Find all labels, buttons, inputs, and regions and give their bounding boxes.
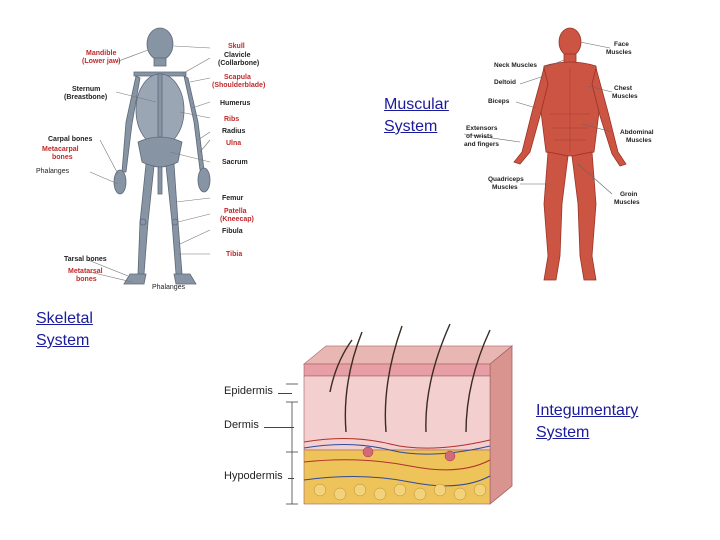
label-phalanges-hand: Phalanges <box>36 168 70 175</box>
label-skull: Skull <box>228 43 245 50</box>
label-carpal: Carpal bones <box>48 136 93 143</box>
muscular-link-line1: Muscular <box>384 96 449 113</box>
label-quadriceps: Quadriceps <box>488 176 524 183</box>
label-metacarpal: Metacarpal <box>42 146 79 153</box>
label-groin: Groin <box>620 191 638 198</box>
label-face-sub: Muscles <box>606 49 632 56</box>
hypodermis-leader <box>288 478 294 479</box>
skeletal-link-line2: System <box>36 332 90 349</box>
label-mandible: Mandible <box>86 50 117 57</box>
muscle-leader-lines <box>463 41 613 195</box>
label-groin-sub: Muscles <box>614 199 640 206</box>
label-metatarsal: Metatarsal <box>68 268 103 275</box>
label-sacrum: Sacrum <box>222 159 248 166</box>
label-chest: Chest <box>614 85 633 92</box>
muscle-figure <box>463 24 640 286</box>
epidermis-leader <box>278 393 292 394</box>
label-metacarpal-sub: bones <box>52 154 73 161</box>
label-face: Face <box>614 41 629 48</box>
label-phalanges-foot: Phalanges <box>152 284 186 291</box>
skeletal-system-link[interactable]: Skeletal System <box>36 308 93 352</box>
label-mandible-sub: (Lower jaw) <box>82 58 121 65</box>
label-sternum: Sternum <box>72 86 101 93</box>
label-patella: Patella <box>224 208 247 215</box>
skeleton-drawing <box>87 27 211 285</box>
muscle-drawing <box>513 27 627 281</box>
label-ribs: Ribs <box>224 116 240 123</box>
label-abdominal: Abdominal <box>620 129 654 136</box>
integumentary-link-line2: System <box>536 424 590 441</box>
label-hypodermis: Hypodermis <box>224 470 283 482</box>
label-clavicle-sub: (Collarbone) <box>218 60 260 67</box>
label-extensors-sub2: and fingers <box>464 141 500 148</box>
skin-cross-section <box>286 322 516 506</box>
label-tibia: Tibia <box>226 251 243 258</box>
integumentary-system-link[interactable]: Integumentary System <box>536 400 638 444</box>
label-humerus: Humerus <box>220 100 251 107</box>
label-radius: Radius <box>222 128 246 135</box>
label-quadriceps-sub: Muscles <box>492 184 518 191</box>
label-tarsal: Tarsal bones <box>64 256 107 263</box>
label-extensors-sub1: of wrists <box>466 133 493 140</box>
muscular-system-link[interactable]: Muscular System <box>384 94 449 138</box>
label-patella-sub: (Kneecap) <box>220 216 254 223</box>
label-ulna: Ulna <box>226 140 242 147</box>
label-neck: Neck Muscles <box>494 62 537 69</box>
label-deltoid: Deltoid <box>494 79 517 86</box>
skeleton-figure <box>30 22 260 294</box>
integumentary-link-line1: Integumentary <box>536 402 639 419</box>
dermis-leader <box>264 427 294 428</box>
label-femur: Femur <box>222 195 244 202</box>
label-biceps: Biceps <box>488 98 510 105</box>
skeletal-link-line1: Skeletal <box>36 310 93 327</box>
muscular-link-line2: System <box>384 118 438 135</box>
label-epidermis: Epidermis <box>224 385 273 397</box>
label-abdominal-sub: Muscles <box>626 137 652 144</box>
label-scapula-sub: (Shoulderblade) <box>212 82 266 89</box>
label-extensors: Extensors <box>466 125 498 132</box>
label-clavicle: Clavicle <box>224 52 251 59</box>
skin-drawing <box>302 323 514 505</box>
label-fibula: Fibula <box>222 228 243 235</box>
label-dermis: Dermis <box>224 419 259 431</box>
label-chest-sub: Muscles <box>612 93 638 100</box>
label-scapula: Scapula <box>224 74 251 81</box>
label-sternum-sub: (Breastbone) <box>64 94 108 101</box>
label-metatarsal-sub: bones <box>76 276 97 283</box>
